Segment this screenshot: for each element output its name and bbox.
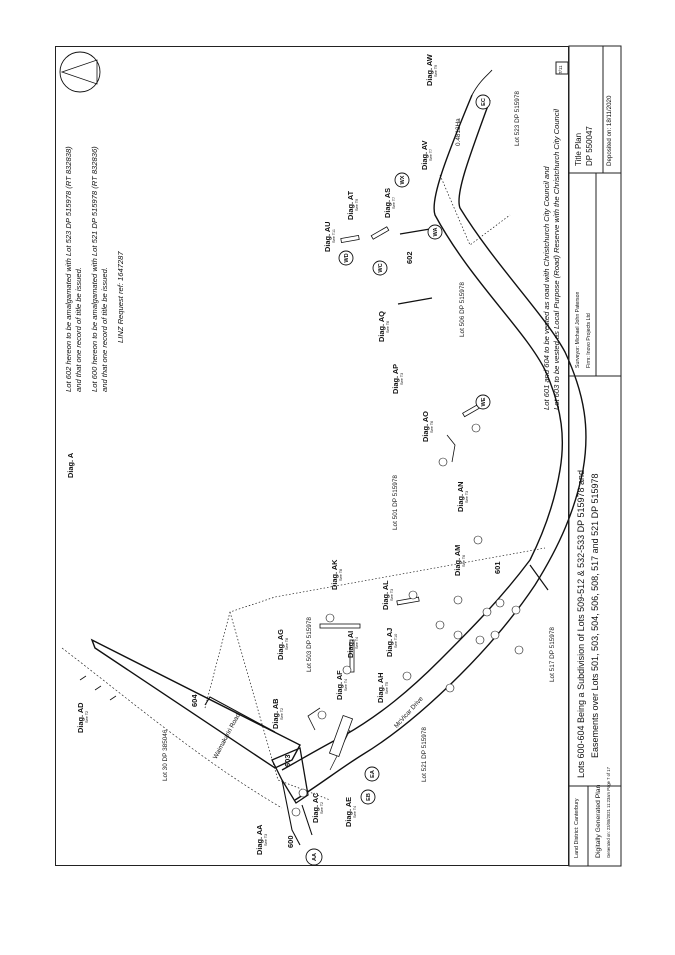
plan-title-line-2: Easements over Lots 501, 503, 504, 506, … xyxy=(590,473,600,758)
easement-wa-label: WA xyxy=(433,227,439,236)
easement-aa-label: AA xyxy=(312,853,318,861)
road-boundary-upper xyxy=(281,94,564,771)
land-district: Land District: Canterbury xyxy=(574,798,580,858)
lot-603-boundary xyxy=(271,747,309,804)
lot-604-number: 604 xyxy=(190,694,199,707)
easement-wc-label: WC xyxy=(378,263,384,272)
easement-we-label: WE xyxy=(481,397,487,406)
firm: Firm: Inovo Projects Ltd xyxy=(586,313,592,368)
generated-on: Generated on: 23/08/2021 11:23am Page 7 … xyxy=(606,767,611,858)
deposited-on: Deposited on: 18/11/2020 xyxy=(606,95,613,166)
easement-eb-label: EB xyxy=(366,793,372,801)
lot-601-number: 601 xyxy=(493,561,502,574)
easement-wx-label: WX xyxy=(400,175,406,184)
road-boundary-lower xyxy=(294,99,587,801)
easement-ea-label: EA xyxy=(370,770,376,778)
plan-title-line-1: Lots 600-604 Being a Subdivision of Lots… xyxy=(576,469,586,778)
plan-type: Digitally Generated Plan xyxy=(595,784,602,858)
north-arrow-icon xyxy=(59,51,101,93)
lot-604-boundary xyxy=(90,638,301,769)
lot-603-number: 603 xyxy=(283,754,292,767)
surveyor: Surveyor: Michael John Paterson xyxy=(575,291,581,368)
easement-ec-label: EC xyxy=(481,98,487,106)
sheet-reference: 7/11 xyxy=(558,65,563,74)
plan-number: DP 550047 xyxy=(585,126,594,166)
plan-label: Title Plan xyxy=(574,132,583,166)
easement-wd-label: WD xyxy=(344,253,350,262)
lot-602-number: 602 xyxy=(405,251,414,264)
lot-600-number: 600 xyxy=(286,835,295,848)
